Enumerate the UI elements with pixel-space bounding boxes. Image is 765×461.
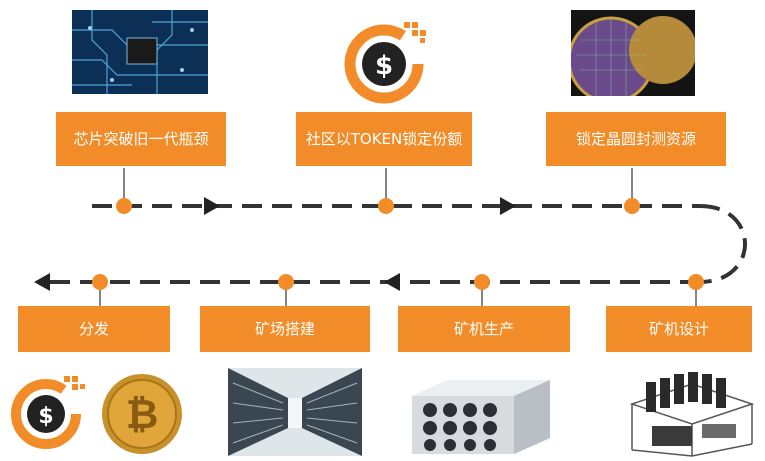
step-box-miner-design: 矿机设计 bbox=[606, 306, 752, 352]
step-label: 分发 bbox=[78, 320, 109, 338]
step-label: 锁定晶圆封测资源 bbox=[575, 130, 696, 148]
arrow-left-icon bbox=[34, 273, 50, 291]
step-box-token-lock: 社区以TOKEN锁定份额 bbox=[296, 112, 472, 166]
return-curve bbox=[699, 204, 747, 284]
gpu-rig-image bbox=[622, 364, 758, 458]
brand-logo-bottom: $ bbox=[8, 368, 92, 452]
node-dot bbox=[688, 274, 704, 290]
svg-text:$: $ bbox=[375, 51, 393, 81]
svg-text:₿: ₿ bbox=[126, 392, 159, 438]
step-box-chip-breakthrough: 芯片突破旧一代瓶颈 bbox=[56, 112, 226, 166]
step-box-wafer-resource: 锁定晶圆封测资源 bbox=[546, 112, 726, 166]
data-center-image bbox=[228, 368, 362, 456]
step-label: 社区以TOKEN锁定份额 bbox=[305, 130, 463, 148]
brand-logo-top: $ bbox=[342, 14, 434, 106]
node-dot bbox=[278, 274, 294, 290]
node-dot bbox=[624, 198, 640, 214]
step-label: 矿机设计 bbox=[648, 320, 709, 338]
node-dot bbox=[116, 198, 132, 214]
arrow-left-icon bbox=[384, 273, 400, 291]
step-box-distribution: 分发 bbox=[18, 306, 170, 352]
step-box-miner-production: 矿机生产 bbox=[398, 306, 570, 352]
svg-text:$: $ bbox=[38, 404, 53, 429]
step-label: 芯片突破旧一代瓶颈 bbox=[73, 130, 209, 148]
mining-machine-image bbox=[404, 376, 552, 456]
bitcoin-coin-image: ₿ bbox=[100, 372, 184, 456]
step-label: 矿场搭建 bbox=[254, 320, 315, 338]
wafer-image bbox=[571, 10, 695, 96]
node-dot bbox=[378, 198, 394, 214]
node-dot bbox=[474, 274, 490, 290]
node-dot bbox=[92, 274, 108, 290]
arrow-right-icon bbox=[500, 197, 516, 215]
arrow-right-icon bbox=[204, 197, 220, 215]
step-label: 矿机生产 bbox=[453, 320, 514, 338]
circuit-board-image bbox=[72, 10, 208, 94]
step-box-mining-farm: 矿场搭建 bbox=[200, 306, 370, 352]
